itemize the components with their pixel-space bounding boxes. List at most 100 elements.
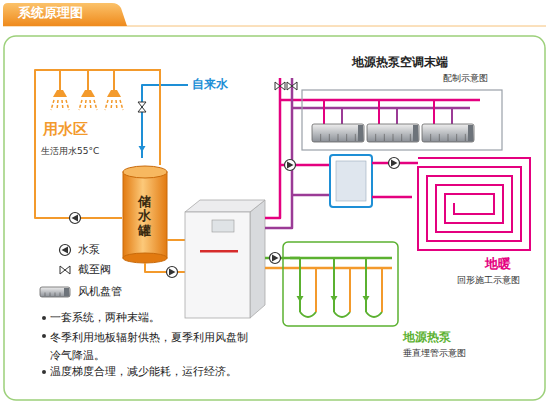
- shower-spray: [94, 100, 97, 110]
- legend-text: 截至阀: [78, 263, 111, 276]
- tank-return-pipe: [145, 263, 186, 272]
- pump-symbol: [60, 245, 71, 256]
- bullet-dot: [42, 316, 46, 320]
- fan-coil-end: [468, 125, 473, 141]
- ground-loop-node: 地源热泵垂直埋管示意图: [283, 242, 473, 364]
- hot-water-pipe: [35, 70, 128, 218]
- coil-supply-drop: [323, 100, 325, 124]
- coil-return-drop: [396, 108, 398, 124]
- fan-coil-grille: [410, 134, 411, 141]
- shower-head: [107, 90, 121, 97]
- coil-return-drop: [341, 108, 343, 124]
- coil-supply-drop: [433, 100, 435, 124]
- pump-symbol: [167, 267, 178, 278]
- note-text: 温度梯度合理，减少能耗，运行经济。: [50, 365, 237, 378]
- terminal-return-main: [292, 107, 470, 110]
- u-tube-bend: [334, 312, 350, 317]
- shower-spray: [111, 100, 112, 110]
- node-heading: 储水罐: [138, 195, 151, 238]
- node-caption: 配制示意图: [443, 73, 488, 84]
- shower-riser: [59, 70, 61, 90]
- shower-spray: [51, 100, 54, 110]
- floor-return-pipe: [292, 194, 330, 197]
- storage-tank-top: [123, 166, 167, 178]
- terminal-node: 地源热泵空调末端配制示意图: [300, 52, 510, 152]
- valve-symbol: [275, 82, 285, 90]
- u-tube-bend: [300, 312, 316, 317]
- fan-coil-grille: [401, 134, 402, 141]
- ground-header-return: [290, 267, 392, 270]
- buffer-tank: [330, 155, 372, 207]
- fan-coil-body: [367, 124, 419, 142]
- pump-arrow: [391, 160, 398, 167]
- valve-symbol: [287, 82, 297, 90]
- fan-coil-grille: [320, 134, 321, 141]
- fan-coil-grille: [346, 134, 347, 141]
- inlet-label: 自来水: [192, 77, 228, 91]
- node-caption: 垂直埋管示意图: [403, 348, 466, 359]
- fan-coil-grille: [338, 134, 339, 141]
- note-text: 冬季利用地板辐射供热，夏季利用风盘制冷气降温。: [50, 329, 251, 365]
- valve-symbol: [60, 266, 70, 274]
- fan-coil-grille: [465, 134, 466, 141]
- storage-tank-bottom: [123, 253, 167, 263]
- fan-coil-end: [413, 125, 418, 141]
- shower-spray: [79, 100, 82, 110]
- tank-supply-pipe: [167, 239, 186, 241]
- flow-arrow: [139, 146, 146, 152]
- fan-coil-body: [312, 124, 364, 142]
- shower-spray: [90, 100, 91, 110]
- u-tube-bend: [366, 312, 382, 317]
- valve-symbol: [138, 102, 146, 112]
- fan-coil-end: [64, 288, 69, 296]
- pump-arrow: [62, 247, 69, 254]
- storage-tank-node: 储水罐: [122, 165, 168, 262]
- fan-coil-body: [40, 287, 70, 297]
- legend-text: 水泵: [78, 243, 100, 256]
- unit-front: [185, 212, 250, 318]
- u-tube-up: [315, 268, 317, 312]
- storage-tank: [123, 172, 167, 258]
- unit-top: [185, 200, 265, 212]
- flow-arrow: [331, 296, 338, 302]
- fan-coil-grille: [50, 293, 51, 297]
- shower-head: [81, 90, 95, 97]
- coil-supply-drop: [378, 100, 380, 124]
- node-heading: 地源热泵空调末端: [352, 55, 448, 69]
- shower-spray: [120, 100, 123, 110]
- fan-coil-body: [422, 124, 474, 142]
- use-area-box: 用水区生活用水55°C: [35, 70, 128, 218]
- pump-arrow: [72, 215, 79, 222]
- fan-coil-grille: [375, 134, 376, 141]
- bullet-dot: [42, 370, 46, 374]
- coil-return-drop: [451, 108, 453, 124]
- shower-riser: [113, 70, 115, 90]
- pump-symbol: [389, 158, 400, 169]
- shower-spray: [57, 100, 58, 110]
- unit-panel: [212, 220, 234, 232]
- shower-head: [53, 90, 67, 97]
- terminal-supply-pipe: [265, 78, 280, 218]
- u-tube-up: [381, 268, 383, 312]
- shower-spray: [85, 100, 86, 110]
- ground-return-pipe: [265, 267, 290, 270]
- node-heading: 地源热泵: [403, 330, 451, 344]
- shower-spray: [116, 100, 117, 110]
- pump-arrow: [169, 269, 176, 276]
- flow-arrow: [363, 296, 370, 302]
- pump-symbol: [70, 213, 81, 224]
- fan-coil-grille: [384, 134, 385, 141]
- outer-panel: [4, 36, 545, 400]
- shower-riser: [87, 70, 89, 90]
- flow-arrow: [297, 296, 304, 302]
- diagram-title: 系统原理图: [18, 5, 83, 21]
- u-tube-up: [349, 268, 351, 312]
- shower-spray: [62, 100, 63, 110]
- node-heading: 用水区: [43, 120, 88, 138]
- pump-symbol: [270, 253, 281, 264]
- u-tube-down: [333, 258, 335, 312]
- bullet-dot: [42, 334, 46, 338]
- fan-coil-grille: [355, 134, 356, 141]
